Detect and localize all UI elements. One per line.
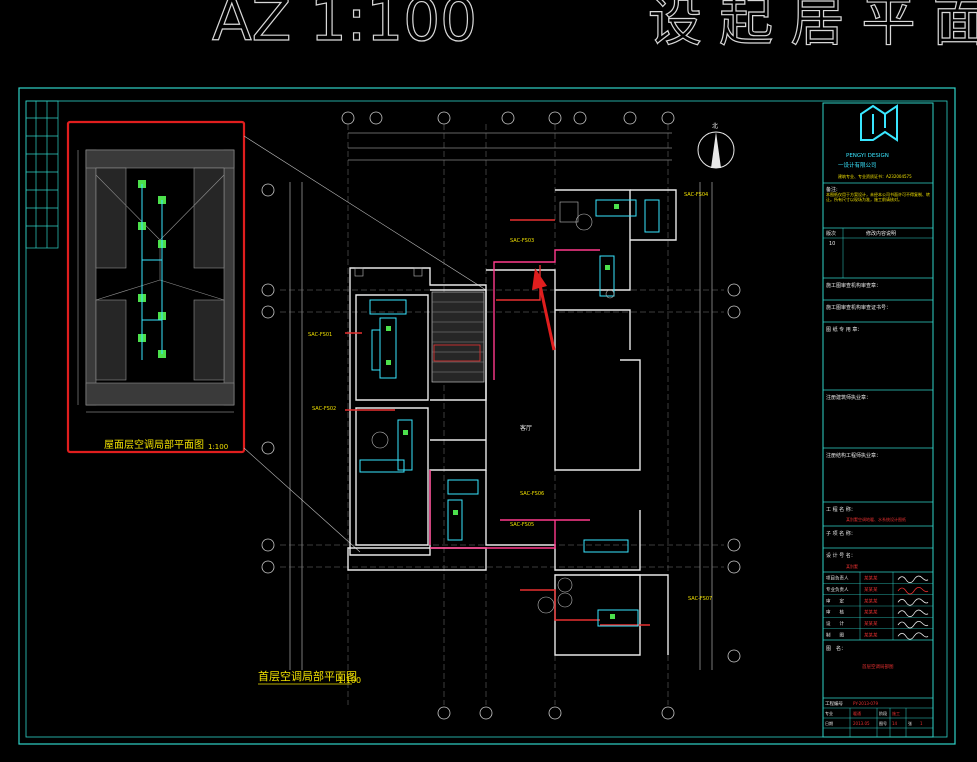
axis-bubbles-bottom	[437, 706, 675, 720]
roof-detail-inset[interactable]: 屋面层空调局部平面图 1:100	[66, 120, 246, 454]
handwritten-signature	[897, 575, 929, 584]
sheet-code-value: PY-2013-079	[853, 701, 878, 706]
plan-annotations: SAC-FS01 SAC-FS02 SAC-FS03 SAC-FS04 SAC-…	[308, 192, 712, 602]
date-value: 2013.05	[853, 721, 870, 726]
drawing-label: 设 计 号 名：	[826, 552, 856, 559]
project-label: 工 程 名 称：	[826, 506, 856, 513]
plan-side-dimensions	[289, 182, 713, 670]
detail-title: 屋面层空调局部平面图	[104, 438, 204, 451]
phase-value: 施工	[892, 710, 900, 716]
banner-right-title: 设 起 居 平 面 图	[648, 0, 977, 53]
sign-name: 某某某	[864, 598, 878, 604]
svg-text:SAC-FS06: SAC-FS06	[520, 491, 544, 497]
stair-core	[431, 291, 485, 383]
rev-value: 10	[829, 241, 835, 247]
sheet-border-outer	[18, 87, 956, 745]
north-arrow: 北	[697, 122, 735, 169]
svg-text:SAC-FS01: SAC-FS01	[308, 332, 332, 338]
room-name-center: 客厅	[520, 424, 532, 432]
title-block[interactable]: PENGYI DESIGN 一设计有限公司 建筑专业、专业资质证书：A23200…	[822, 102, 934, 738]
rev-col-1: 版次	[826, 230, 836, 237]
detail-highlight-box	[66, 120, 246, 454]
sign-name: 某某某	[864, 610, 878, 616]
field-drawing-seal: 图 纸 专 用 章：	[826, 326, 862, 333]
svg-text:SAC-FS02: SAC-FS02	[312, 406, 336, 412]
indoor-units	[359, 199, 660, 627]
detail-units	[138, 180, 166, 360]
sign-role: 审 定	[826, 597, 844, 604]
sheet-label: 张	[908, 720, 912, 726]
sign-name: 某某某	[864, 621, 878, 627]
page-value: 14	[892, 721, 898, 726]
detail-walls	[85, 149, 235, 406]
drawing-value: 某别墅	[846, 563, 858, 569]
plan-title: 首层空调局部平面图	[258, 669, 357, 683]
binding-strip	[25, 100, 59, 249]
svg-text:北: 北	[712, 122, 718, 130]
furniture-fixtures	[354, 201, 615, 614]
ground-floor-plan[interactable]: SAC-FS01 SAC-FS02 SAC-FS03 SAC-FS04 SAC-…	[258, 111, 741, 720]
plan-top-dimensions	[348, 132, 672, 161]
handwritten-signature	[897, 632, 929, 640]
axis-bubbles-right	[727, 283, 741, 663]
plan-walls	[347, 189, 677, 656]
handwritten-signature	[897, 587, 929, 595]
axis-bubbles-left	[261, 183, 275, 574]
company-name: 一设计有限公司	[838, 161, 877, 169]
sheet-value: 1	[920, 721, 923, 726]
field-review-seal: 施工图审查机构审查章：	[826, 282, 881, 289]
field-architect-seal: 注册建筑师执业章：	[826, 394, 871, 401]
spec-label: 专业	[825, 710, 833, 716]
sign-role: 专业负责人	[826, 586, 849, 593]
project-value: 某别墅空调地暖、水系统设计图纸	[846, 516, 906, 522]
sign-name: 某某某	[864, 632, 878, 638]
page-label: 图号	[879, 720, 887, 726]
sign-role: 审 核	[826, 609, 844, 616]
company-contact: 建筑专业、专业资质证书：A232004575	[838, 173, 912, 179]
subitem-label: 子 项 名 称：	[826, 530, 856, 537]
svg-text:SAC-FS04: SAC-FS04	[684, 192, 708, 198]
svg-text:SAC-FS07: SAC-FS07	[688, 596, 712, 602]
spec-value: 暖通	[853, 710, 861, 716]
phase-label: 阶段	[879, 710, 887, 716]
detail-dimension-lines	[77, 150, 234, 413]
handwritten-signature	[897, 621, 929, 629]
notes-text: 本图纸仅用于方案设计，未经本公司书面许可不得复制、转让。所有尺寸以现场为准，施工…	[826, 192, 930, 203]
plan-scale: 1:100	[338, 676, 361, 685]
refrigerant-pipes	[345, 219, 650, 626]
unit-markers	[386, 204, 619, 619]
field-review-cert: 施工图审查机构审查证书号：	[826, 304, 891, 311]
brand-name: PENGYI DESIGN	[846, 153, 889, 159]
field-structural-seal: 注册结构工程师执业章：	[826, 452, 881, 459]
notes-box: 本图纸仅用于方案设计，未经本公司书面许可不得复制、转让。所有尺寸以现场为准，施工…	[826, 192, 930, 203]
figure-value: 首层空调局部图	[862, 663, 894, 670]
title-block-frame	[822, 102, 934, 738]
company-logo	[860, 104, 898, 142]
bottom-info-grid	[823, 707, 933, 737]
sheet-border-inner	[25, 100, 948, 738]
handwritten-signature	[897, 609, 929, 618]
rev-col-2: 修改内容说明	[866, 230, 896, 237]
figure-label: 图 名：	[826, 645, 846, 652]
handwritten-signature	[897, 598, 929, 606]
detail-scale: 1:100	[208, 443, 228, 451]
notes-header: 备注:	[826, 186, 838, 193]
sign-role: 项目负责人	[826, 575, 849, 582]
sign-name: 某某某	[864, 587, 878, 593]
sign-role: 制 图	[826, 631, 844, 638]
sign-role: 设 计	[826, 620, 844, 627]
sign-name: 某某某	[864, 576, 878, 582]
signature-table: 项目负责人某某某专业负责人某某某审 定某某某审 核某某某设 计某某某制 图某某某	[823, 572, 933, 640]
date-label: 日期	[825, 720, 833, 726]
sheet-code-label: 工程编号	[825, 700, 843, 707]
red-annotation-arrow	[532, 268, 556, 351]
svg-text:SAC-FS03: SAC-FS03	[510, 238, 534, 244]
banner-left-title: AZ 1:100	[212, 0, 477, 54]
svg-text:SAC-FS05: SAC-FS05	[510, 522, 534, 528]
